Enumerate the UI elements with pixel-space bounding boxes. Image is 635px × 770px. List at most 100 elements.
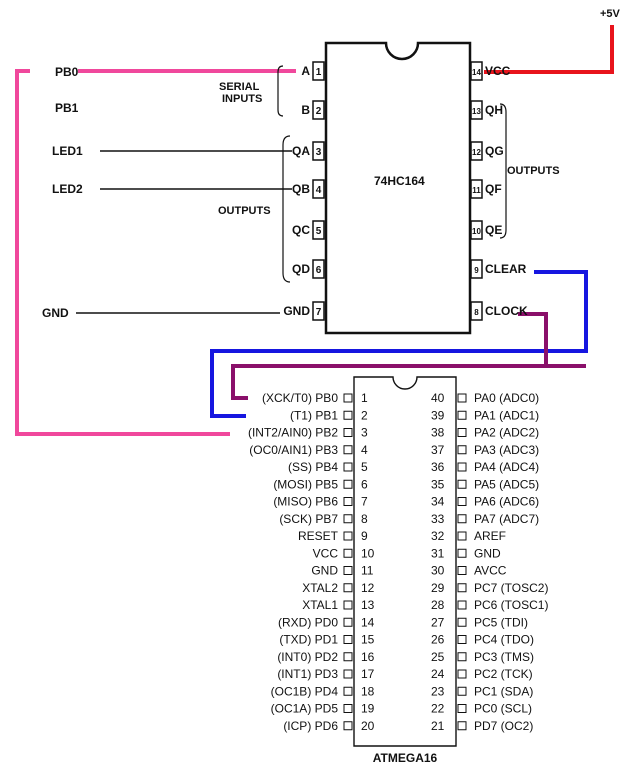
atmega-pin-label-sck-pb7: (SCK) PB7 xyxy=(279,512,338,526)
hc164-pin-number: 11 xyxy=(472,186,481,195)
atmega-pin-number: 37 xyxy=(431,443,445,457)
atmega-pin-box xyxy=(343,617,353,627)
atmega-pin-17: 17(INT1) PD3 xyxy=(277,667,374,681)
atmega-pin-label-pc5-tdi: PC5 (TDI) xyxy=(474,615,528,629)
atmega-pin-box xyxy=(457,652,467,662)
atmega-pin-number: 5 xyxy=(361,460,368,474)
atmega-pin-label-reset: RESET xyxy=(298,529,339,543)
atmega-pin-19: 19 (OC1A) PD5 xyxy=(271,702,375,716)
atmega-pin-2: 2(T1) PB1 xyxy=(290,408,368,422)
hc164-pin-5: 5QC xyxy=(292,220,325,240)
atmega-pin-5: 5(SS) PB4 xyxy=(288,460,368,474)
atmega-pin-label-miso-pb6: (MISO) PB6 xyxy=(273,495,338,509)
atmega-pin-number: 19 xyxy=(361,702,375,716)
atmega-pin-number: 22 xyxy=(431,702,445,716)
hc164-pin-box xyxy=(470,179,483,199)
atmega-pin-label-xck-t0-pb0: (XCK/T0) PB0 xyxy=(262,391,338,405)
atmega-pin-number: 33 xyxy=(431,512,445,526)
hc164-pin-box xyxy=(312,220,325,240)
hc164-pin-box xyxy=(470,220,483,240)
atmega-pin-box xyxy=(457,428,467,437)
atmega-pin-number: 7 xyxy=(361,495,368,509)
atmega-pin-7: 7 (MISO) PB6 xyxy=(273,495,368,509)
atmega-pin-number: 16 xyxy=(361,650,375,664)
net-label-led1: LED1 xyxy=(52,144,83,158)
atmega-pin-label-xtal1: XTAL1 xyxy=(302,598,338,612)
hc164-pin-11: 11 QF xyxy=(470,179,502,199)
atmega-pin-label-oc1a-pd5: (OC1A) PD5 xyxy=(271,702,339,716)
atmega-pin-number: 36 xyxy=(431,460,445,474)
atmega-pin-label-rxd-pd0: (RXD) PD0 xyxy=(278,615,338,629)
atmega-pin-label-pa4-adc4: PA4 (ADC4) xyxy=(474,460,539,474)
atmega-pin-box xyxy=(457,531,467,541)
net-label-led2: LED2 xyxy=(52,182,83,196)
atmega-pin-box xyxy=(457,635,467,644)
hc164-pin-number: 9 xyxy=(474,266,479,275)
atmega-pin-number: 1 xyxy=(361,391,368,405)
atmega-pin-1: 1 (XCK/T0) PB0 xyxy=(262,391,368,405)
atmega-pin-box xyxy=(457,393,467,403)
hc164-pin-number: 6 xyxy=(316,265,322,276)
net-label-pb0: PB0 xyxy=(55,65,79,79)
atmega-pin-label-pa1-adc1: PA1 (ADC1) xyxy=(474,408,539,422)
outputs-left-label: OUTPUTS xyxy=(218,205,271,217)
atmega-pin-number: 15 xyxy=(361,633,375,647)
clock-wire xyxy=(231,312,586,400)
atmega-pin-label-int0-pd2: (INT0) PD2 xyxy=(277,650,338,664)
atmega-pin-box xyxy=(457,479,467,489)
hc164-pin-box xyxy=(470,301,483,321)
atmega-pin-37: 37 PA3 (ADC3) xyxy=(431,443,539,457)
atmega-pin-number: 26 xyxy=(431,633,445,647)
outputs-left-bracket xyxy=(282,135,291,283)
atmega-pin-label-pc4-tdo: PC4 (TDO) xyxy=(474,633,534,647)
atmega-pin-number: 8 xyxy=(361,512,368,526)
atmega-pin-box xyxy=(343,410,353,420)
hc164-pin-box xyxy=(312,141,325,161)
atmega-pin-number: 4 xyxy=(361,443,368,457)
atmega-pin-number: 40 xyxy=(431,391,445,405)
atmega-pin-label-t1-pb1: (T1) PB1 xyxy=(290,408,338,422)
hc164-pin-name-qf: QF xyxy=(485,182,502,196)
hc164-pin-number: 10 xyxy=(472,227,481,236)
atmega-pin-box xyxy=(343,704,353,713)
atmega-pin-label-gnd: GND xyxy=(311,564,338,578)
serial-inputs-bracket xyxy=(277,65,284,117)
hc164-pin-name-qg: QG xyxy=(485,144,504,158)
hc164-pin-name-qh: QH xyxy=(485,103,503,117)
hc164-pin-box xyxy=(312,301,325,321)
atmega-pin-label-pa3-adc3: PA3 (ADC3) xyxy=(474,443,539,457)
atmega-pin-label-pc7-tosc2: PC7 (TOSC2) xyxy=(474,581,548,595)
atmega-pin-box xyxy=(457,704,467,713)
hc164-pin-name-a: A xyxy=(301,64,310,78)
atmega-pin-box xyxy=(343,635,353,644)
atmega-pin-box xyxy=(343,548,353,558)
hc164-pin-name-b: B xyxy=(301,103,310,117)
outputs-right-label: OUTPUTS xyxy=(507,165,560,177)
atmega-pin-label-pa5-adc5: PA5 (ADC5) xyxy=(474,477,539,491)
hc164-pin-box xyxy=(470,141,483,161)
atmega-pin-number: 28 xyxy=(431,598,445,612)
atmega-pin-number: 17 xyxy=(361,667,375,681)
atmega-pin-box xyxy=(343,600,353,610)
vcc-wire xyxy=(484,25,614,74)
atmega-pin-number: 38 xyxy=(431,426,445,440)
atmega-pin-number: 3 xyxy=(361,426,368,440)
outputs-right-bracket xyxy=(499,103,507,239)
net-label-pb1: PB1 xyxy=(55,101,79,115)
atmega-pin-box xyxy=(343,445,353,455)
atmega-pin-label-pd7-oc2: PD7 (OC2) xyxy=(474,719,533,733)
atmega-pin-15: 15(TXD) PD1 xyxy=(279,633,374,647)
